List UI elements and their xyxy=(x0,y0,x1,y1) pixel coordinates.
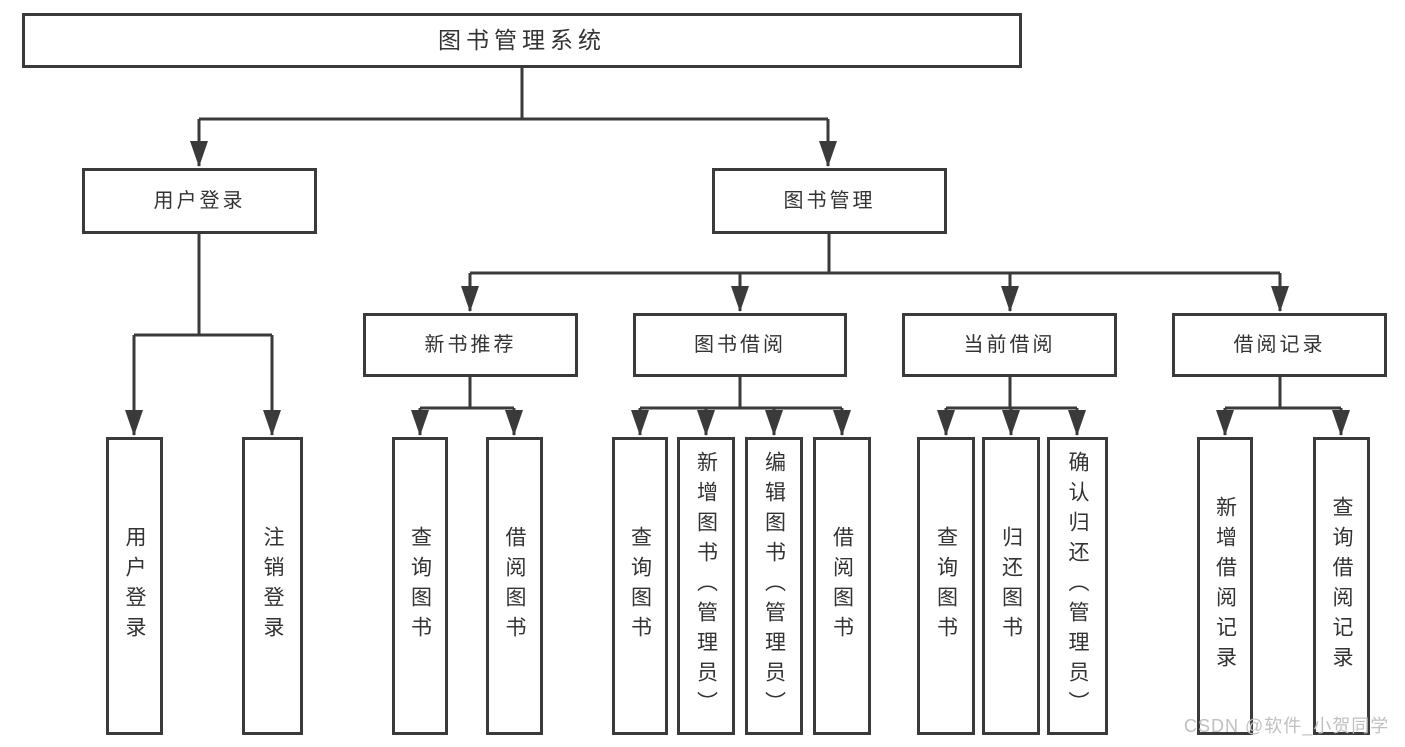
arrowhead-icon xyxy=(263,410,281,436)
leaf-label: 借阅图书 xyxy=(503,526,526,646)
leaf-label: 查询图书 xyxy=(408,526,432,646)
arrowhead-icon xyxy=(1216,410,1234,436)
arrowhead-icon xyxy=(631,410,649,436)
arrowhead-icon xyxy=(1271,286,1289,312)
node-leaf-bb-borrow-book: 借阅图书 xyxy=(813,437,871,735)
arrowhead-icon xyxy=(937,410,955,436)
node-leaf-cb-query-book: 查询图书 xyxy=(917,437,975,735)
leaf-label: 确认归还（管理员） xyxy=(1066,451,1089,721)
node-leaf-rec-query-book: 查询图书 xyxy=(392,437,448,735)
node-leaf-bb-add-book-admin: 新增图书（管理员） xyxy=(677,437,735,735)
arrowhead-icon xyxy=(190,141,208,167)
node-new-book-recommendation: 新书推荐 xyxy=(363,313,578,377)
arrowhead-icon xyxy=(1332,410,1350,436)
leaf-label: 新增图书（管理员） xyxy=(694,451,718,721)
node-book-management: 图书管理 xyxy=(712,168,947,234)
leaf-label: 编辑图书（管理员） xyxy=(762,451,786,721)
node-leaf-bb-query-book: 查询图书 xyxy=(612,437,668,735)
leaf-label: 归还图书 xyxy=(999,526,1023,646)
node-root-library-system: 图书管理系统 xyxy=(22,13,1022,68)
node-leaf-rec-borrow-book: 借阅图书 xyxy=(486,437,543,735)
leaf-label: 用户登录 xyxy=(123,526,146,646)
csdn-watermark: CSDN @软件_小贺同学 xyxy=(1184,716,1390,736)
leaf-label: 注销登录 xyxy=(261,526,284,646)
node-leaf-user-login: 用户登录 xyxy=(106,437,163,735)
leaf-label: 查询图书 xyxy=(934,526,958,646)
node-leaf-cb-confirm-return-admin: 确认归还（管理员） xyxy=(1047,437,1108,735)
arrowhead-icon xyxy=(833,410,851,436)
leaf-label: 查询借阅记录 xyxy=(1330,496,1353,676)
arrowhead-icon xyxy=(819,141,837,167)
arrowhead-icon xyxy=(1068,410,1086,436)
arrowhead-icon xyxy=(765,410,783,436)
arrowhead-icon xyxy=(697,410,715,436)
arrowhead-icon xyxy=(1002,410,1020,436)
arrowhead-icon xyxy=(461,286,479,312)
node-leaf-cb-return-book: 归还图书 xyxy=(982,437,1040,735)
node-leaf-br-add-record: 新增借阅记录 xyxy=(1197,437,1253,735)
arrowhead-icon xyxy=(731,286,749,312)
node-book-borrowing: 图书借阅 xyxy=(633,313,847,377)
node-leaf-bb-edit-book-admin: 编辑图书（管理员） xyxy=(745,437,803,735)
node-borrowing-records: 借阅记录 xyxy=(1172,313,1387,377)
leaf-label: 借阅图书 xyxy=(830,526,854,646)
node-user-login-group: 用户登录 xyxy=(82,168,317,234)
arrowhead-icon xyxy=(505,410,523,436)
node-leaf-logout: 注销登录 xyxy=(242,437,303,735)
leaf-label: 查询图书 xyxy=(628,526,652,646)
arrowhead-icon xyxy=(125,410,143,436)
node-leaf-br-query-record: 查询借阅记录 xyxy=(1313,437,1370,735)
node-current-borrowing: 当前借阅 xyxy=(902,313,1117,377)
arrowhead-icon xyxy=(1001,286,1019,312)
leaf-label: 新增借阅记录 xyxy=(1213,496,1237,676)
arrowhead-icon xyxy=(411,410,429,436)
